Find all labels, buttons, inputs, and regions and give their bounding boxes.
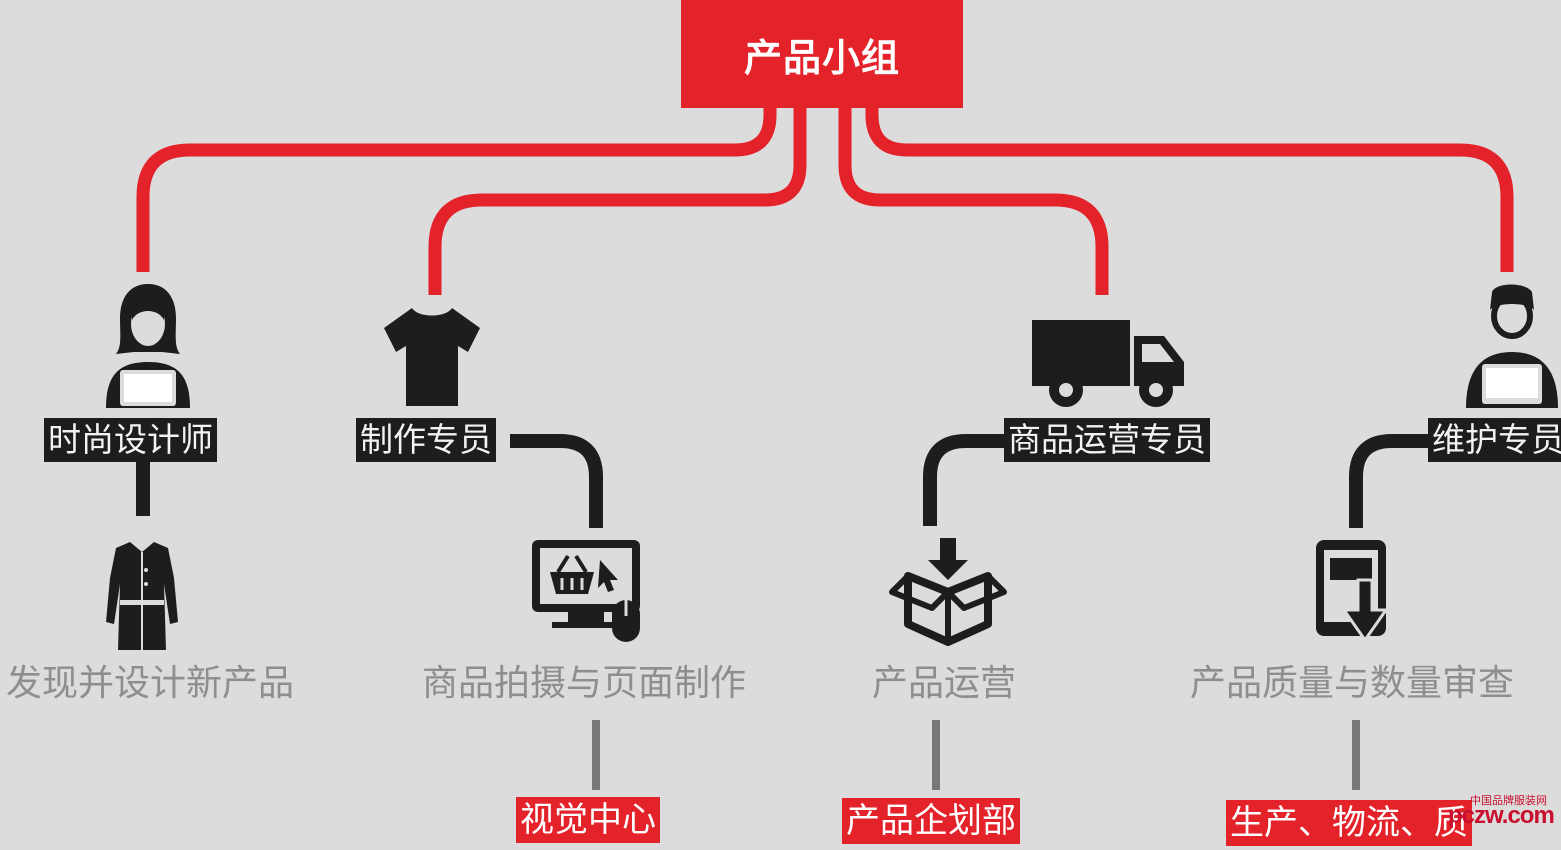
tshirt-icon — [384, 308, 480, 406]
role-label-designer: 时尚设计师 — [44, 418, 217, 462]
task-label-designer: 发现并设计新产品 — [6, 663, 295, 704]
dept-label-maintenance: 生产、物流、质 — [1226, 800, 1472, 846]
connector-root-operations — [838, 108, 1109, 295]
task-label-maintenance: 产品质量与数量审查 — [1190, 663, 1515, 704]
root-label: 产品小组 — [743, 35, 900, 80]
connector-production-task — [510, 434, 603, 528]
open-box-icon — [889, 538, 1007, 646]
connector-operations-task — [923, 434, 1006, 526]
role-label-operations: 商品运营专员 — [1004, 418, 1210, 462]
male-operator-laptop-icon — [1466, 284, 1558, 408]
coat-icon — [106, 542, 178, 650]
role-label-maintenance: 维护专员 — [1428, 418, 1561, 462]
watermark-small-text: 中国品牌服装网 — [1470, 794, 1547, 807]
watermark-main-text: pczw.com — [1448, 802, 1555, 829]
root-node: 产品小组 — [681, 0, 963, 108]
connector-maintenance-task — [1349, 434, 1432, 528]
connector-root-designer — [136, 108, 777, 272]
dept-label-operations: 产品企划部 — [842, 798, 1020, 844]
connector-root-production — [428, 108, 807, 295]
task-label-production: 商品拍摄与页面制作 — [422, 663, 747, 704]
monitor-basket-mouse-icon — [532, 540, 640, 642]
connector-root-maintenance — [865, 108, 1514, 272]
dept-label-production: 视觉中心 — [516, 797, 660, 843]
role-label-production: 制作专员 — [356, 418, 496, 462]
tablet-download-icon — [1316, 540, 1389, 643]
task-label-operations: 产品运营 — [872, 663, 1017, 704]
female-designer-laptop-icon — [106, 284, 190, 408]
watermark-logo: 中国品牌服装网 pczw.com — [1440, 790, 1561, 850]
delivery-truck-icon — [1032, 320, 1184, 407]
